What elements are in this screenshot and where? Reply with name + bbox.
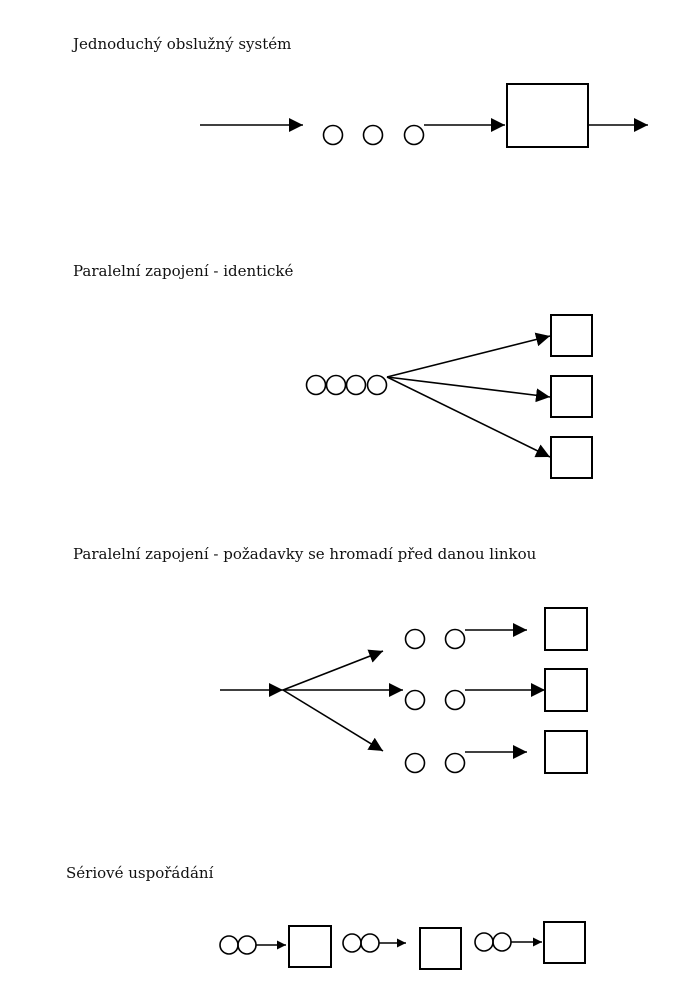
queue-customer bbox=[360, 933, 380, 953]
service-station bbox=[543, 921, 586, 964]
queue-customer bbox=[403, 124, 425, 146]
service-station bbox=[506, 83, 589, 148]
split-arrow-top bbox=[282, 649, 384, 691]
queue-customer bbox=[474, 932, 494, 952]
queue-customer bbox=[444, 689, 466, 711]
service-station bbox=[550, 375, 593, 418]
dispatch-arrow-top bbox=[386, 332, 551, 378]
service-station bbox=[550, 314, 593, 357]
queue-customer bbox=[492, 932, 512, 952]
section-title-parallel-identical: Paralelní zapojení - identické bbox=[73, 262, 294, 280]
queue-customer bbox=[362, 124, 384, 146]
parallel-identical-diagram bbox=[305, 314, 593, 479]
service-station bbox=[288, 925, 332, 968]
service-station bbox=[544, 730, 588, 774]
queue-customer bbox=[444, 752, 466, 774]
queue-customer bbox=[404, 628, 426, 650]
queue-customer bbox=[325, 374, 347, 396]
queue-customer bbox=[322, 124, 344, 146]
queue-customer bbox=[444, 628, 466, 650]
queue-customer bbox=[342, 933, 362, 953]
service-station bbox=[544, 668, 588, 712]
parallel-separate-queues-diagram bbox=[220, 607, 588, 774]
serial-diagram bbox=[219, 921, 586, 970]
dispatch-arrow-middle bbox=[386, 376, 551, 403]
service-station bbox=[419, 927, 462, 970]
queue-customer bbox=[404, 689, 426, 711]
dispatch-arrow-bottom bbox=[386, 376, 551, 458]
queue-customer bbox=[366, 374, 388, 396]
service-station bbox=[544, 607, 588, 651]
queue-customer bbox=[305, 374, 327, 396]
queue-customer bbox=[345, 374, 367, 396]
section-title-simple-system: Jednoduchý obslužný systém bbox=[73, 35, 292, 53]
queue-customer bbox=[219, 935, 239, 955]
service-station bbox=[550, 436, 593, 479]
queue-customer bbox=[404, 752, 426, 774]
split-arrow-bottom bbox=[282, 689, 384, 752]
simple-system-diagram bbox=[200, 83, 648, 148]
section-title-parallel-separate-queues: Paralelní zapojení - požadavky se hromad… bbox=[73, 545, 537, 563]
section-title-serial: Sériové uspořádání bbox=[66, 864, 214, 882]
queue-customer bbox=[237, 935, 257, 955]
